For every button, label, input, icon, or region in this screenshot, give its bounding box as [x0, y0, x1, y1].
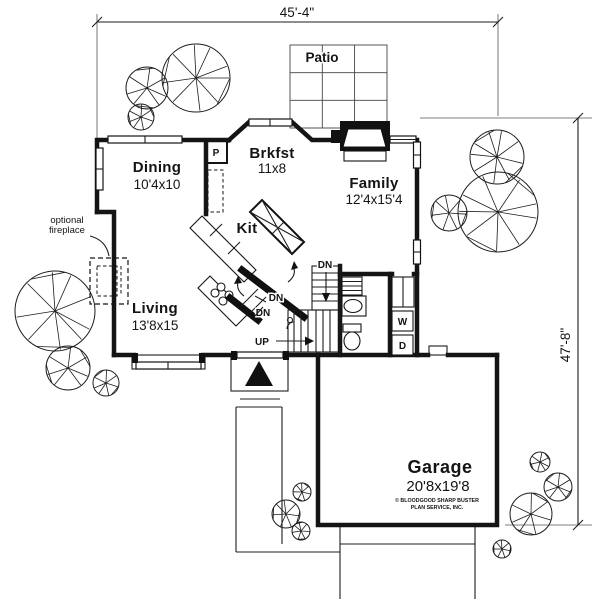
up-label: UP — [255, 337, 269, 348]
tree-icon — [45, 345, 91, 391]
pantry: P — [204, 140, 228, 164]
patio-grid — [289, 44, 388, 129]
pantry-label: P — [213, 148, 220, 159]
tree-icon — [492, 539, 512, 559]
tree-icon — [469, 129, 525, 185]
optional-fireplace-note-1: optional — [50, 215, 83, 226]
room-label-living: Living — [132, 300, 178, 317]
laundry: W D — [391, 276, 415, 356]
burner — [210, 288, 220, 298]
refrigerator — [207, 169, 224, 213]
copyright-line-2: PLAN SERVICE, INC. — [411, 505, 464, 511]
tree-icon — [291, 521, 311, 541]
room-label-kitchen: Kit — [237, 220, 258, 237]
optional-fireplace: optional fireplace — [48, 214, 129, 305]
room-label-dining: Dining — [133, 159, 181, 176]
dimension-lines: 45'-4" 47'-8" — [91, 4, 592, 531]
room-size-garage: 20'8x19'8 — [406, 478, 469, 495]
front-door — [236, 351, 284, 359]
windows — [95, 118, 422, 370]
tree-icon — [430, 194, 468, 232]
stairs — [276, 265, 341, 353]
tree-icon — [14, 270, 96, 352]
copyright-line-1: © BLOODGOOD SHARP BUSTER — [395, 497, 479, 504]
tree-icon — [125, 66, 169, 110]
hearth — [343, 150, 387, 162]
burner — [218, 296, 228, 306]
room-label-brkfst: Brkfst — [249, 145, 294, 162]
washer-label: W — [398, 317, 408, 328]
room-label-garage: Garage — [407, 457, 472, 477]
dn-label-3: DN — [256, 308, 270, 319]
tree-icon — [92, 369, 120, 397]
room-size-family: 12'4x15'4 — [346, 192, 403, 207]
trees — [14, 43, 573, 559]
width-dimension-label: 45'-4" — [280, 5, 315, 20]
tree-icon — [457, 171, 539, 253]
toilet-bowl — [343, 331, 361, 351]
dn-label-2: DN — [269, 293, 283, 304]
burner — [216, 282, 226, 292]
toilet-tank — [342, 323, 362, 333]
tree-icon — [509, 492, 553, 536]
kitchen-counter — [189, 215, 257, 283]
kitchen — [189, 169, 309, 327]
optional-fireplace-note-2: fireplace — [49, 225, 85, 236]
room-label-patio: Patio — [305, 50, 338, 65]
room-labels: Patio Dining 10'4x10 Brkfst 11x8 Family … — [132, 49, 480, 512]
tree-icon — [543, 472, 573, 502]
fireplace — [331, 121, 390, 162]
washer — [391, 310, 414, 332]
room-size-brkfst: 11x8 — [258, 161, 286, 176]
bathroom — [341, 276, 367, 351]
dryer-label: D — [399, 341, 406, 352]
sink — [343, 298, 363, 314]
circulation-labels: DN DN DN UP — [254, 259, 334, 350]
room-size-dining: 10'4x10 — [134, 177, 181, 192]
height-dimension-label: 47'-8" — [558, 328, 573, 363]
tree-icon — [271, 499, 301, 529]
room-size-living: 13'8x15 — [132, 318, 179, 333]
dryer — [391, 334, 414, 356]
room-label-family: Family — [349, 175, 399, 192]
entry-marker-triangle — [245, 361, 273, 386]
dn-label-1: DN — [318, 260, 332, 271]
